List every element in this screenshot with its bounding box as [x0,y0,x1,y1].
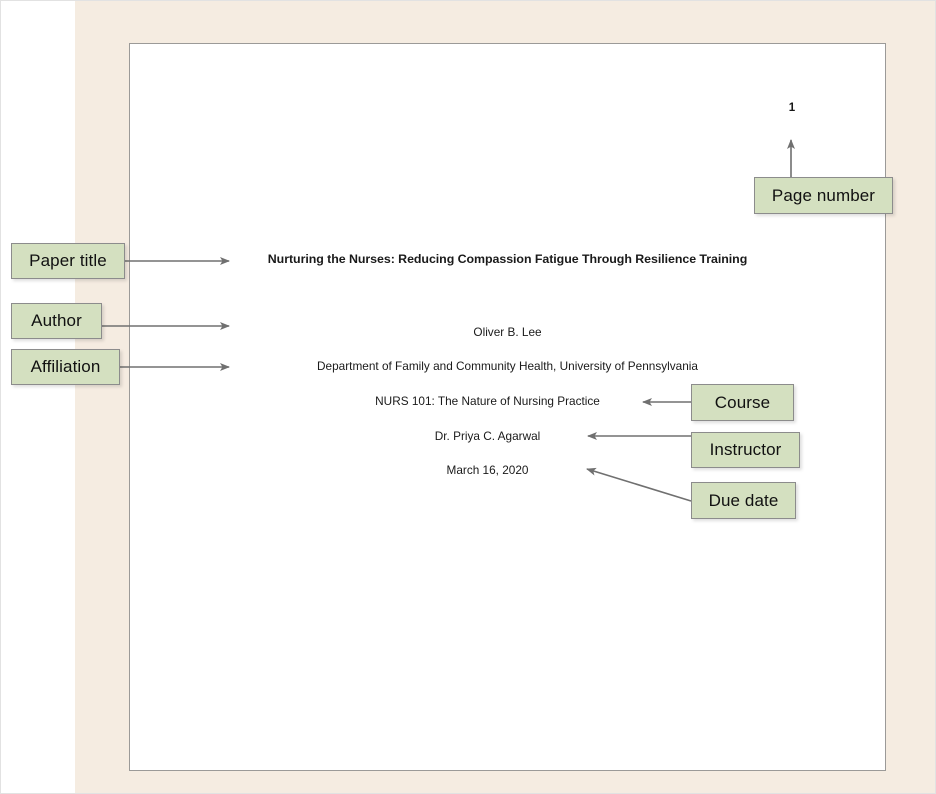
callout-due-date[interactable]: Due date [691,482,796,519]
callout-course[interactable]: Course [691,384,794,421]
callout-author[interactable]: Author [11,303,102,339]
document-due-date: March 16, 2020 [446,463,529,477]
callout-instructor[interactable]: Instructor [691,432,800,468]
callout-due-date-label: Due date [708,490,779,510]
left-white-gutter [1,1,75,793]
callout-page-number[interactable]: Page number [754,177,893,214]
callout-paper-title-label: Paper title [29,251,107,270]
callout-paper-title[interactable]: Paper title [11,243,125,279]
callout-page-number-label: Page number [771,185,876,205]
document-instructor: Dr. Priya C. Agarwal [434,429,541,443]
page-number-value: 1 [788,102,796,114]
document-affiliation: Department of Family and Community Healt… [317,359,698,373]
document-author: Oliver B. Lee [473,325,542,339]
callout-affiliation-label: Affiliation [30,357,101,376]
callout-course-label: Course [714,392,771,412]
document-course: NURS 101: The Nature of Nursing Practice [375,394,600,408]
document-title: Nurturing the Nurses: Reducing Compassio… [267,252,748,266]
callout-author-label: Author [31,311,82,330]
callout-affiliation[interactable]: Affiliation [11,349,120,385]
callout-instructor-label: Instructor [709,440,782,459]
